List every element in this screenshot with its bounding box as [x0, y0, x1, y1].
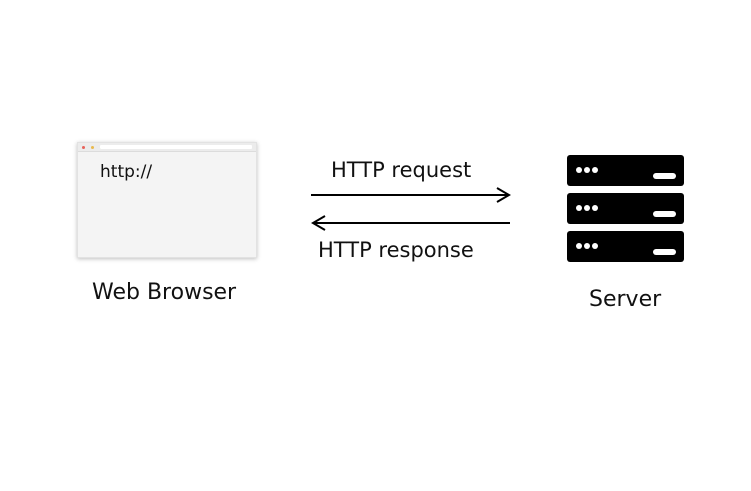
response-arrow: [311, 215, 510, 231]
request-arrow: [311, 187, 511, 203]
browser-title-bar: [78, 143, 256, 152]
drive-slot-icon: [653, 173, 676, 179]
server-unit: [567, 231, 684, 262]
server-lights: [576, 243, 600, 249]
minimize-dot-icon: [91, 146, 95, 149]
browser-url-text: http://: [100, 162, 153, 182]
status-light-icon: [592, 167, 598, 173]
server-unit: [567, 155, 684, 186]
status-light-icon: [584, 205, 590, 211]
server-unit: [567, 193, 684, 224]
web-browser-window: http://: [77, 142, 257, 258]
status-light-icon: [592, 205, 598, 211]
web-browser-label: Web Browser: [92, 280, 237, 305]
drive-slot-icon: [653, 211, 676, 217]
drive-slot-icon: [653, 249, 676, 255]
status-light-icon: [584, 243, 590, 249]
status-light-icon: [584, 167, 590, 173]
server-lights: [576, 205, 600, 211]
close-dot-icon: [82, 146, 85, 149]
status-light-icon: [576, 243, 582, 249]
http-request-label: HTTP request: [331, 158, 472, 182]
address-bar: [100, 145, 252, 149]
status-light-icon: [592, 243, 598, 249]
status-light-icon: [576, 167, 582, 173]
server-icon: [567, 155, 684, 263]
status-light-icon: [576, 205, 582, 211]
http-response-label: HTTP response: [318, 238, 474, 262]
server-lights: [576, 167, 600, 173]
server-label: Server: [589, 287, 662, 312]
